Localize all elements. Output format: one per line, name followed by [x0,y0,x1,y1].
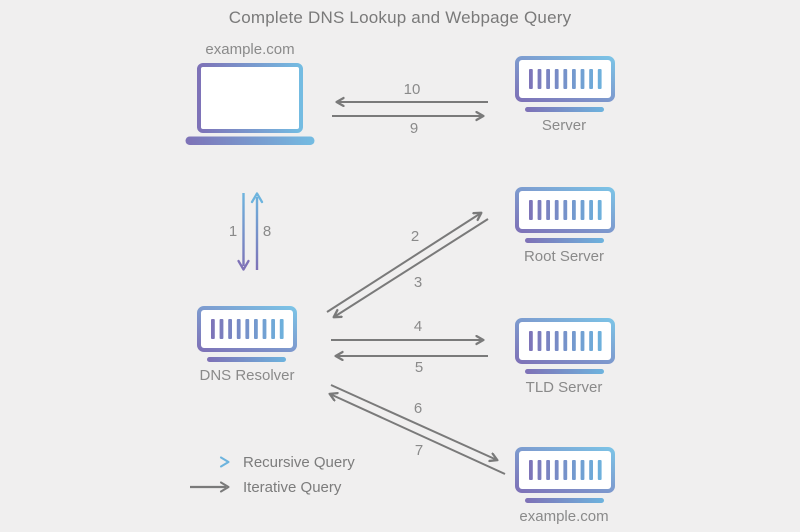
arrow-step-7 [330,394,506,475]
step-label-9: 9 [409,120,419,137]
arrow-step-8 [250,192,264,270]
step-label-2: 2 [410,228,420,245]
dns-resolver-label: DNS Resolver [199,367,295,384]
step-label-5: 5 [414,359,424,376]
root-server-label: Root Server [523,248,605,265]
authoritative-server-label: example.com [519,508,609,525]
diagram-title: Complete DNS Lookup and Webpage Query [228,8,572,27]
legend: Recursive Query Iterative Query [189,453,355,503]
iterative-arrow-icon [190,481,230,493]
laptop-icon [185,63,315,145]
arrow-step-1 [237,193,250,271]
server-icon [197,306,297,362]
step-label-7: 7 [414,442,424,459]
server-icon [515,56,615,112]
recursive-arrow-icon [190,456,230,468]
laptop-screen [197,63,303,133]
web-server-label: Server [541,117,587,134]
step-label-10: 10 [403,81,421,98]
server-icon [515,187,615,243]
step-label-6: 6 [413,400,423,417]
arrow-step-3 [334,218,489,317]
legend-iterative-label: Iterative Query [243,478,342,496]
arrow-step-6 [330,384,497,460]
legend-recursive-label: Recursive Query [243,453,355,471]
arrow-step-2 [326,213,481,313]
step-label-1: 1 [228,223,238,240]
step-label-3: 3 [413,274,423,291]
server-icon [515,447,615,503]
legend-recursive-row: Recursive Query [189,453,355,471]
tld-server-label: TLD Server [525,379,603,396]
laptop-base [185,136,315,145]
step-label-4: 4 [413,318,423,335]
step-label-8: 8 [262,223,272,240]
server-icon [515,318,615,374]
client-label: example.com [205,41,295,58]
legend-iterative-row: Iterative Query [189,478,355,496]
